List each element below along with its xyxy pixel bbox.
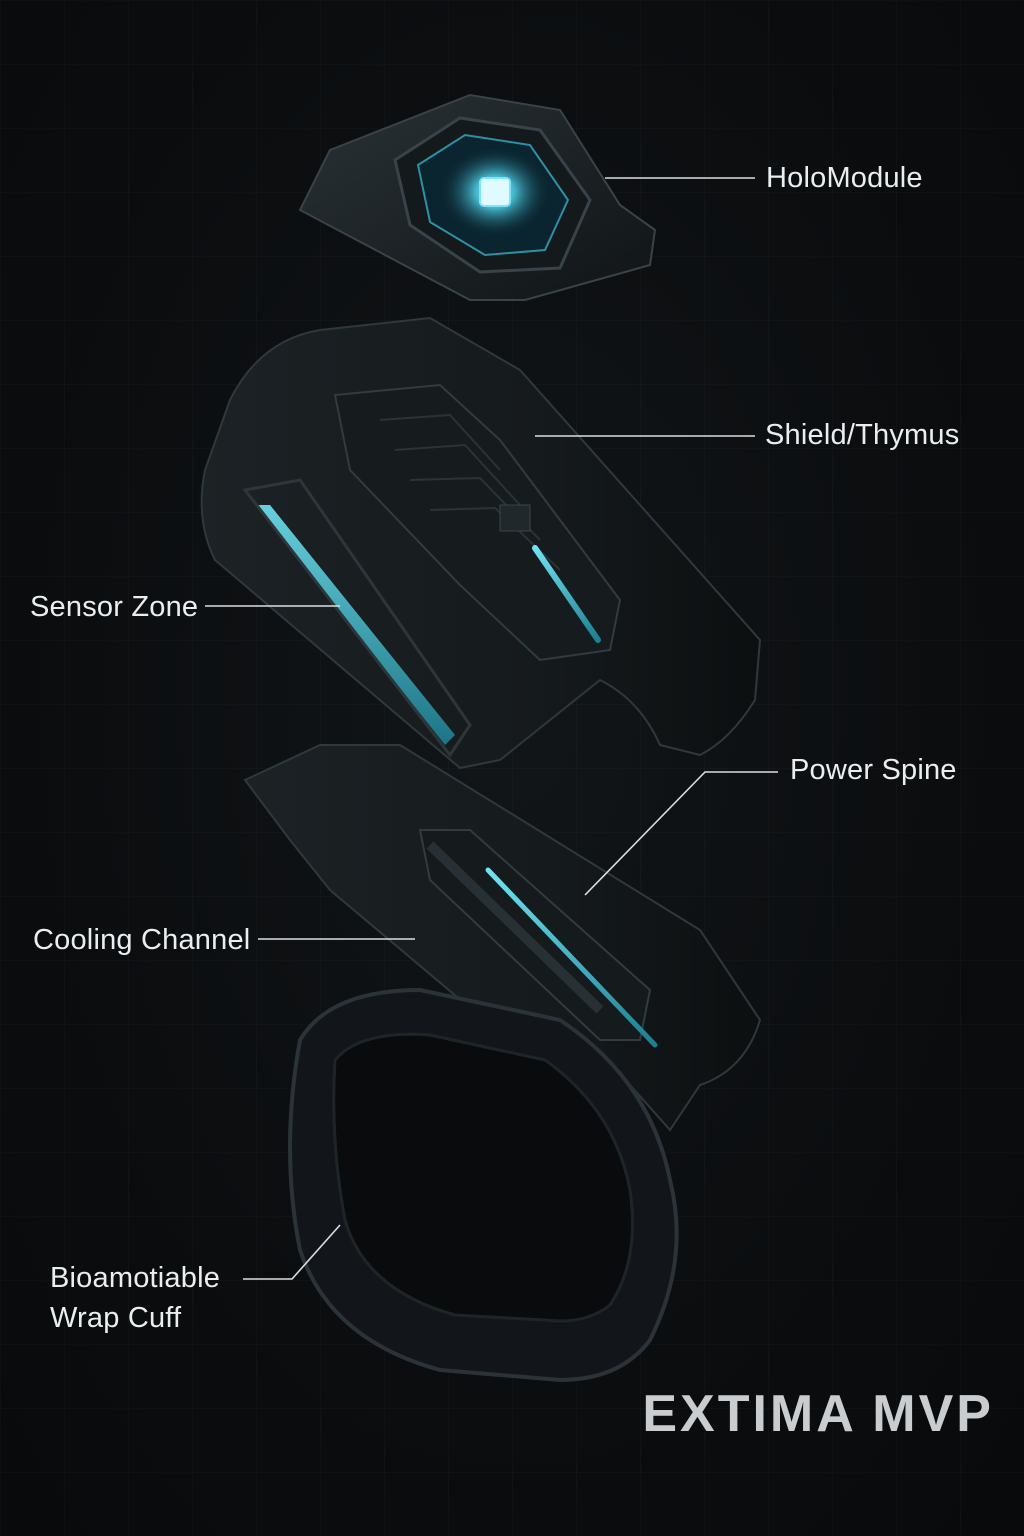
callout-sensor-zone: Sensor Zone [30,591,199,623]
spine-band-part [243,744,762,1132]
brand-title: EXTIMA MVP [642,1385,994,1443]
leader-lines [205,177,778,1280]
callout-shield-thymus: Shield/Thymus [765,419,960,451]
shield-band-part [200,316,762,770]
callout-power-spine: Power Spine [790,754,957,786]
callout-wrap-cuff-line2: Wrap Cuff [50,1302,182,1334]
callout-cooling-channel: Cooling Channel [33,924,251,956]
callout-holomodule: HoloModule [766,162,923,194]
leader-power-spine [584,771,778,896]
leader-wrap-cuff [243,1224,341,1280]
callout-wrap-cuff-line1: Bioamotiable [50,1262,221,1294]
wrap-cuff-part [288,987,679,1383]
holomodule-part [298,93,657,301]
